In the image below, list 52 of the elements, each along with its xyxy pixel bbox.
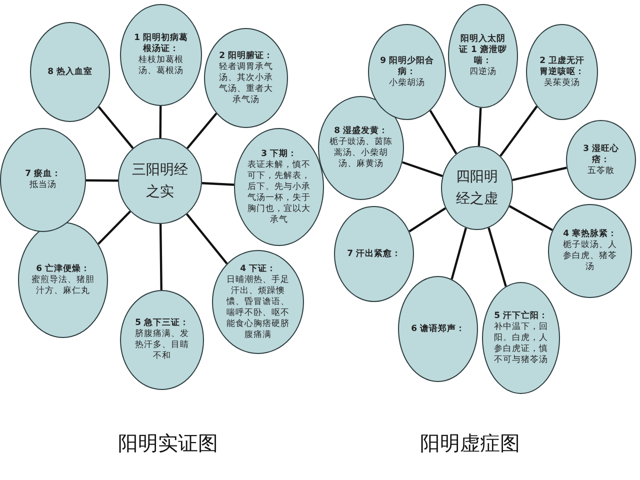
node-text: 四逆汤 <box>470 67 496 78</box>
connector-line <box>478 108 482 146</box>
node-heading: 2 卫虚无汗胃逆咳呕： <box>538 56 586 78</box>
connector-line <box>202 182 234 186</box>
connector-line <box>186 112 218 150</box>
node-text: 栀子豉汤、人参白虎、猪苓汤 <box>562 240 618 273</box>
diagram-caption: 阳明虚症图 <box>420 430 520 457</box>
connector-line <box>512 166 567 182</box>
node-heading: 1 阳明初病葛根汤证： <box>133 33 189 55</box>
node-text: 补中温下，回阳。白虎，人参白虎证，慎不可与猪苓汤 <box>493 322 549 366</box>
center-label: 三阳明经之实 <box>131 161 189 202</box>
node-text: 抵当汤 <box>30 180 56 191</box>
connector-line <box>429 110 458 154</box>
node-heading: 2 阳明腑证： <box>219 50 273 62</box>
node-heading: 3 湿旺心痞： <box>582 144 620 166</box>
connector-line <box>408 207 446 232</box>
node-text: 小柴胡汤 <box>389 78 425 88</box>
node-heading: 3 下期： <box>261 148 297 160</box>
node-text: 表证未解，慎不可下，先解表，后下。先与小承气汤一杯，失于胸门也，宜以大承气 <box>246 160 312 226</box>
node-heading: 9 阳明少阳合病： <box>379 56 435 78</box>
connector-line <box>159 106 162 138</box>
connector-line <box>159 224 162 290</box>
node-heading: 8 湿盛发黄： <box>334 126 388 137</box>
node-heading: 7 瘀血： <box>25 169 61 180</box>
connector-line <box>488 227 507 287</box>
node-heading: 7 汗出紧愈： <box>347 248 401 260</box>
diagram-caption: 阳明实证图 <box>118 430 218 457</box>
center-label: 四阳明经之虚 <box>455 168 499 209</box>
connector-line <box>98 106 134 149</box>
node-text: 轻者调胃承气汤、其次小承气汤、重者大承气汤 <box>218 62 274 106</box>
node-text: 桂枝加葛根汤、葛根汤 <box>138 55 184 77</box>
node-heading: 4 下证： <box>240 264 276 274</box>
connector-line <box>402 161 443 178</box>
node-text: 蜜煎导法、猪胆汁方、麻仁丸 <box>30 274 96 296</box>
node-heading: 6 亡津便燥： <box>36 264 90 274</box>
node-heading: 5 急下三证： <box>135 318 189 329</box>
node-text: 脐腹痛满、发热汗多、目睛不和 <box>134 329 190 362</box>
connector-line <box>500 106 538 157</box>
node-heading: 8 热入血室 <box>48 66 92 78</box>
node-heading: 阳明入太阴证 1 溏泄哕喘： <box>459 34 507 67</box>
connector-line <box>98 210 132 245</box>
connector-line <box>86 179 118 182</box>
node-heading: 5 汗下亡阳： <box>494 310 548 322</box>
node-text: 五苓散 <box>588 166 614 176</box>
node-heading: 4 寒热脉紧： <box>563 229 617 240</box>
connector-line <box>450 228 467 280</box>
connector-line <box>186 213 228 264</box>
node-heading: 6 谵语郑声： <box>411 324 465 334</box>
node-text: 日晡潮热、手足汗出、烦躁懊憹、昏冒谵语、喘呼不卧、呕不能食心胸痞硬脐腹痛满 <box>225 274 290 340</box>
connector-line <box>508 205 553 231</box>
node-text: 吴茱萸汤 <box>544 78 580 88</box>
node-text: 栀子豉汤、茵陈蒿汤、小柴胡汤、麻黄汤 <box>329 137 393 170</box>
